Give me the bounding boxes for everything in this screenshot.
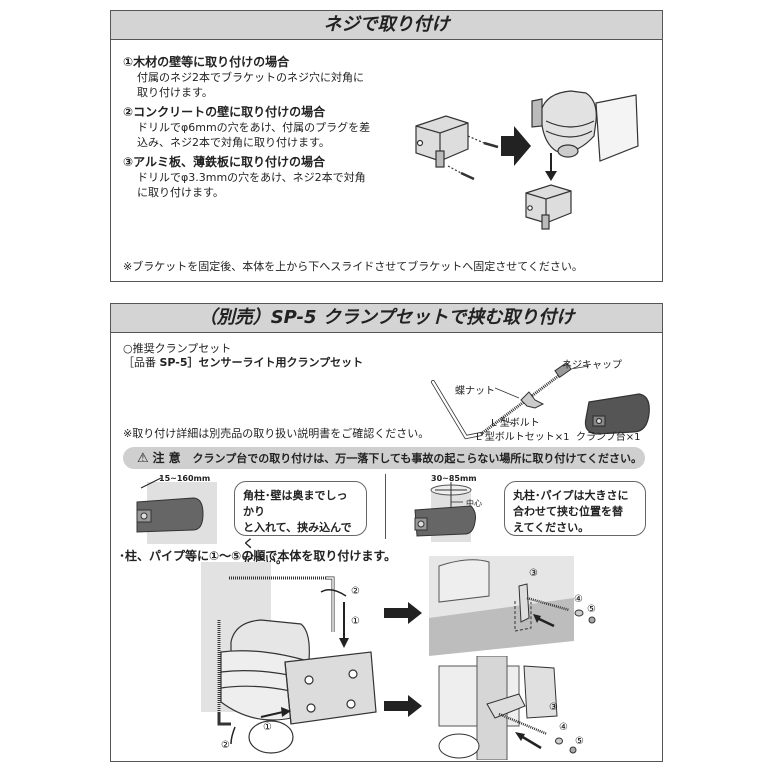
right-arrow-icon (501, 126, 531, 166)
center-label: 中心 (466, 499, 482, 508)
round-post-clamp-detail: ③ ④ ⑤ (438, 656, 584, 760)
detail-note: ※取り付け詳細は別売品の取り扱い説明書をご確認ください。 (123, 427, 430, 440)
step-mark: ② (221, 740, 230, 751)
section-title: （別売）SP-5 クランプセットで挟む取り付け (111, 304, 662, 333)
clamp-base-icon (486, 693, 526, 719)
case-body-line: ドリルでφ6mmの穴をあけ、付属のプラグを差 (137, 121, 371, 134)
screw-cap-label: ネジキャップ (562, 360, 622, 371)
screw-cap-icon (569, 746, 577, 754)
bracket-icon (525, 184, 572, 230)
bubble-line: 角柱･壁は奥までしっかり (243, 489, 348, 518)
step-mark: ④ (559, 722, 568, 733)
square-post-clamp-detail: ③ ④ ⑤ (429, 556, 596, 656)
l-bolt-label: L 型ボルト (491, 418, 540, 429)
case-metal-sheet: ③アルミ板、薄鉄板に取り付けの場合 ドリルでφ3.3mmの穴をあけ、ネジ2本で対… (123, 155, 423, 200)
rotate-arrow-icon (320, 589, 347, 597)
wing-nut-icon (520, 391, 545, 409)
screw-cap-icon (588, 616, 596, 624)
divider (385, 474, 386, 539)
warning-triangle-icon: ⚠ (137, 451, 149, 466)
case-title: ①木材の壁等に取り付けの場合 (123, 55, 290, 69)
caution-bar: ⚠ 注 意 クランプ台での取り付けは、万一落下しても事故の起こらない場所に取り付… (123, 447, 645, 469)
bracket-with-screws-icon (415, 115, 499, 181)
wing-nut-icon (574, 609, 584, 617)
step-mark: ⑤ (587, 604, 596, 615)
screw-mount-section: ネジで取り付け ①木材の壁等に取り付けの場合 付属のネジ2本でブラケットのネジ穴… (110, 10, 663, 282)
product-line: ［品番 SP-5］センサーライト用クランプセット (123, 356, 363, 370)
square-post-illustration (136, 477, 217, 544)
case-body-line: 付属のネジ2本でブラケットのネジ穴に対角に (137, 71, 364, 84)
caution-text: クランプ台での取り付けは、万一落下しても事故の起こらない場所に取り付けてください… (192, 452, 642, 465)
right-arrow-icon (384, 695, 422, 717)
clamp-bracket-icon (284, 651, 377, 725)
bubble-line: 丸柱･パイプは大きさに (513, 489, 629, 502)
case-wood: ①木材の壁等に取り付けの場合 付属のネジ2本でブラケットのネジ穴に対角に 取り付… (123, 55, 423, 100)
step-mark: ④ (574, 594, 583, 605)
product-prefix: ［品番 (123, 356, 160, 369)
clamp-parts-illustration (431, 362, 650, 440)
clamp-base-label: クランプ台×1 (576, 432, 641, 443)
clamp-base-icon (584, 393, 650, 435)
case-body-line: ドリルでφ3.3mmの穴をあけ、ネジ2本で対角 (137, 171, 366, 184)
bubble-line: と入れて、挟み込んでく (243, 521, 352, 550)
step-mark: ③ (529, 568, 538, 579)
down-arrow-icon (545, 153, 557, 181)
clamp-base-icon (518, 583, 530, 623)
caution-label: 注 意 (152, 451, 181, 465)
bubble-line: えてください。 (513, 521, 590, 534)
assembly-illustration: ② ① ① ② (201, 562, 377, 754)
bubble-line: 合わせて挟む位置を替 (513, 505, 623, 518)
case-body-line: 取り付けます。 (137, 86, 213, 99)
case-body-line: 込み、ネジ2本で対角に取り付けます。 (137, 136, 330, 149)
step-mark: ③ (549, 702, 558, 713)
sensor-light-body-icon (531, 90, 639, 162)
round-post-bubble: 丸柱･パイプは大きさに 合わせて挟む位置を替 えてください。 (504, 481, 646, 536)
l-bolt-set-label: L 型ボルトセット×1 (476, 432, 570, 443)
bracket-mount-illustration (415, 90, 639, 230)
steps-heading: ･柱、パイプ等に①～⑤の順で本体を取り付けます。 (119, 549, 397, 563)
step-mark: ⑤ (575, 736, 584, 747)
rotate-arrow-icon (230, 726, 236, 745)
recommended-label: ○推奨クランプセット (123, 342, 232, 355)
wing-nut-icon (555, 737, 563, 745)
round-range-label: 30~85mm (431, 474, 477, 483)
right-arrow-icon (384, 602, 422, 624)
l-bolt-icon (431, 362, 572, 440)
round-post-illustration (414, 482, 476, 542)
square-post-bubble: 角柱･壁は奥までしっかり と入れて、挟み込んでく ださい。 (234, 481, 367, 566)
step-mark: ① (263, 722, 272, 733)
step-mark: ② (351, 586, 360, 597)
case-concrete: ②コンクリートの壁に取り付けの場合 ドリルでφ6mmの穴をあけ、付属のプラグを差… (123, 105, 423, 150)
recommended-clamp-set: ○推奨クランプセット ［品番 SP-5］センサーライト用クランプセット (123, 342, 363, 370)
step-arrow-icon (260, 602, 349, 718)
bracket-footnote: ※ブラケットを固定後、本体を上から下へスライドさせてブラケットへ固定させてくださ… (123, 260, 583, 273)
case-list: ①木材の壁等に取り付けの場合 付属のネジ2本でブラケットのネジ穴に対角に 取り付… (123, 55, 423, 200)
square-range-label: 15~160mm (159, 474, 211, 483)
step-mark: ① (351, 616, 360, 627)
section-title: ネジで取り付け (111, 11, 662, 40)
case-title: ③アルミ板、薄鉄板に取り付けの場合 (123, 155, 326, 169)
wing-nut-label: 蝶ナット (455, 386, 495, 397)
clamp-mount-section: （別売）SP-5 クランプセットで挟む取り付け ○推奨クランプセット ［品番 S… (110, 303, 663, 762)
case-title: ②コンクリートの壁に取り付けの場合 (123, 105, 326, 119)
case-body-line: に取り付けます。 (137, 186, 224, 199)
product-name: ］センサーライト用クランプセット (187, 356, 364, 369)
product-code: SP-5 (159, 356, 188, 369)
range-arrow-icon (140, 477, 162, 489)
push-arrow-icon (536, 616, 555, 628)
push-arrow-icon (520, 734, 542, 750)
